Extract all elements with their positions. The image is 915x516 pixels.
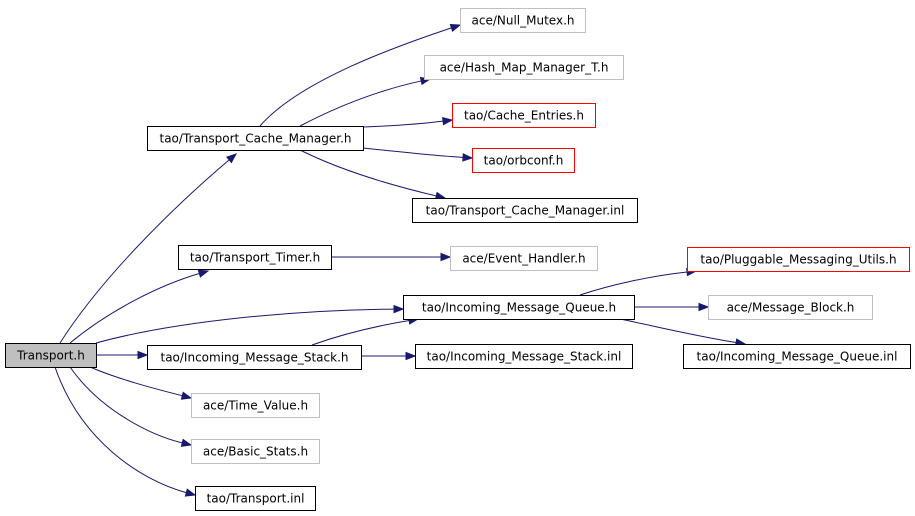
node-box: [195, 486, 316, 511]
node-message-block-h[interactable]: ace/Message_Block.h: [708, 295, 873, 320]
arrowhead-icon: [442, 116, 454, 126]
node-transport-timer-h[interactable]: tao/Transport_Timer.h: [178, 245, 332, 270]
arrowhead-icon: [180, 391, 193, 400]
node-box: [472, 148, 575, 173]
node-box: [191, 439, 320, 464]
node-label: tao/Pluggable_Messaging_Utils.h: [700, 253, 896, 267]
edge-transport-h-to-transport-timer-h: [69, 273, 200, 344]
node-box: [415, 344, 633, 369]
node-box: [424, 55, 624, 80]
node-transport-inl[interactable]: tao/Transport.inl: [195, 486, 316, 511]
edge-incoming-message-queue-h-to-incoming-message-queue-inl: [619, 318, 737, 344]
node-transport-cache-manager-h[interactable]: tao/Transport_Cache_Manager.h: [147, 126, 364, 151]
node-null-mutex-h[interactable]: ace/Null_Mutex.h: [460, 8, 586, 33]
arrowhead-icon: [184, 488, 197, 497]
node-orbconf-h[interactable]: tao/orbconf.h: [472, 148, 575, 173]
edge-transport-cache-manager-h-to-hash-map-manager-t-h: [299, 80, 422, 127]
node-incoming-message-queue-h[interactable]: tao/Incoming_Message_Queue.h: [403, 295, 635, 320]
node-time-value-h[interactable]: ace/Time_Value.h: [191, 393, 320, 418]
node-cache-entries-h[interactable]: tao/Cache_Entries.h: [452, 103, 596, 128]
node-label: ace/Message_Block.h: [727, 301, 855, 315]
node-pluggable-messaging-utils-h[interactable]: tao/Pluggable_Messaging_Utils.h: [687, 247, 910, 272]
node-box: [683, 344, 911, 369]
node-box: [5, 343, 97, 368]
arrowhead-icon: [405, 351, 417, 361]
edges-layer: [54, 23, 747, 497]
node-label: ace/Basic_Stats.h: [203, 445, 308, 459]
arrowhead-icon: [393, 304, 405, 314]
node-label: tao/Transport_Cache_Manager.h: [160, 132, 352, 146]
edge-transport-h-to-basic-stats-h: [69, 366, 183, 444]
node-box: [708, 295, 873, 320]
node-box: [412, 198, 638, 223]
node-label: tao/Transport_Timer.h: [190, 251, 320, 265]
arrowhead-icon: [462, 153, 474, 162]
nodes-layer: Transport.h tao/Transport_Cache_Manager.…: [5, 8, 911, 511]
edge-transport-cache-manager-h-to-null-mutex-h: [259, 27, 452, 127]
node-box: [147, 345, 362, 370]
edge-transport-h-to-incoming-message-queue-h: [95, 308, 395, 344]
node-box: [452, 103, 596, 128]
node-label: tao/Incoming_Message_Stack.inl: [427, 350, 622, 364]
edge-transport-cache-manager-h-to-transport-cache-manager-inl: [299, 149, 437, 197]
node-box: [687, 247, 910, 272]
edge-transport-h-to-transport-cache-manager-h: [59, 159, 230, 344]
node-box: [191, 393, 320, 418]
arrowhead-icon: [226, 153, 238, 164]
node-label: tao/Transport_Cache_Manager.inl: [426, 204, 625, 218]
node-label: tao/Incoming_Message_Queue.inl: [697, 350, 898, 364]
arrowhead-icon: [698, 302, 710, 312]
edge-transport-h-to-transport-inl: [54, 366, 187, 494]
arrowhead-icon: [137, 350, 149, 360]
node-label: tao/Incoming_Message_Stack.h: [160, 351, 348, 365]
node-label: tao/orbconf.h: [484, 154, 564, 168]
node-incoming-message-stack-h[interactable]: tao/Incoming_Message_Stack.h: [147, 345, 362, 370]
node-box: [450, 246, 598, 271]
arrowhead-icon: [180, 438, 193, 447]
node-label: ace/Event_Handler.h: [462, 252, 585, 266]
node-label: tao/Cache_Entries.h: [464, 109, 584, 123]
edge-transport-h-to-time-value-h: [89, 366, 183, 397]
arrowhead-icon: [449, 23, 462, 33]
node-incoming-message-stack-inl[interactable]: tao/Incoming_Message_Stack.inl: [415, 344, 633, 369]
node-incoming-message-queue-inl[interactable]: tao/Incoming_Message_Queue.inl: [683, 344, 911, 369]
node-event-handler-h[interactable]: ace/Event_Handler.h: [450, 246, 598, 271]
node-box: [403, 295, 635, 320]
node-box: [178, 245, 332, 270]
node-transport-cache-manager-inl[interactable]: tao/Transport_Cache_Manager.inl: [412, 198, 638, 223]
node-label: ace/Time_Value.h: [203, 399, 308, 413]
node-label: Transport.h: [16, 349, 85, 363]
node-box: [460, 8, 586, 33]
node-hash-map-manager-t-h[interactable]: ace/Hash_Map_Manager_T.h: [424, 55, 624, 80]
edge-transport-cache-manager-h-to-cache-entries-h: [362, 120, 444, 128]
edge-incoming-message-stack-h-to-incoming-message-queue-h: [311, 319, 410, 346]
node-box: [147, 126, 364, 151]
arrowhead-icon: [440, 252, 452, 262]
node-basic-stats-h[interactable]: ace/Basic_Stats.h: [191, 439, 320, 464]
arrowhead-icon: [197, 269, 210, 278]
node-label: tao/Incoming_Message_Queue.h: [422, 301, 616, 315]
edge-transport-cache-manager-h-to-orbconf-h: [362, 147, 464, 158]
node-label: ace/Hash_Map_Manager_T.h: [440, 61, 609, 75]
node-transport-h[interactable]: Transport.h: [5, 343, 97, 368]
edge-incoming-message-queue-h-to-pluggable-messaging-utils-h: [579, 271, 688, 296]
node-label: ace/Null_Mutex.h: [472, 14, 575, 28]
node-label: tao/Transport.inl: [207, 492, 305, 506]
